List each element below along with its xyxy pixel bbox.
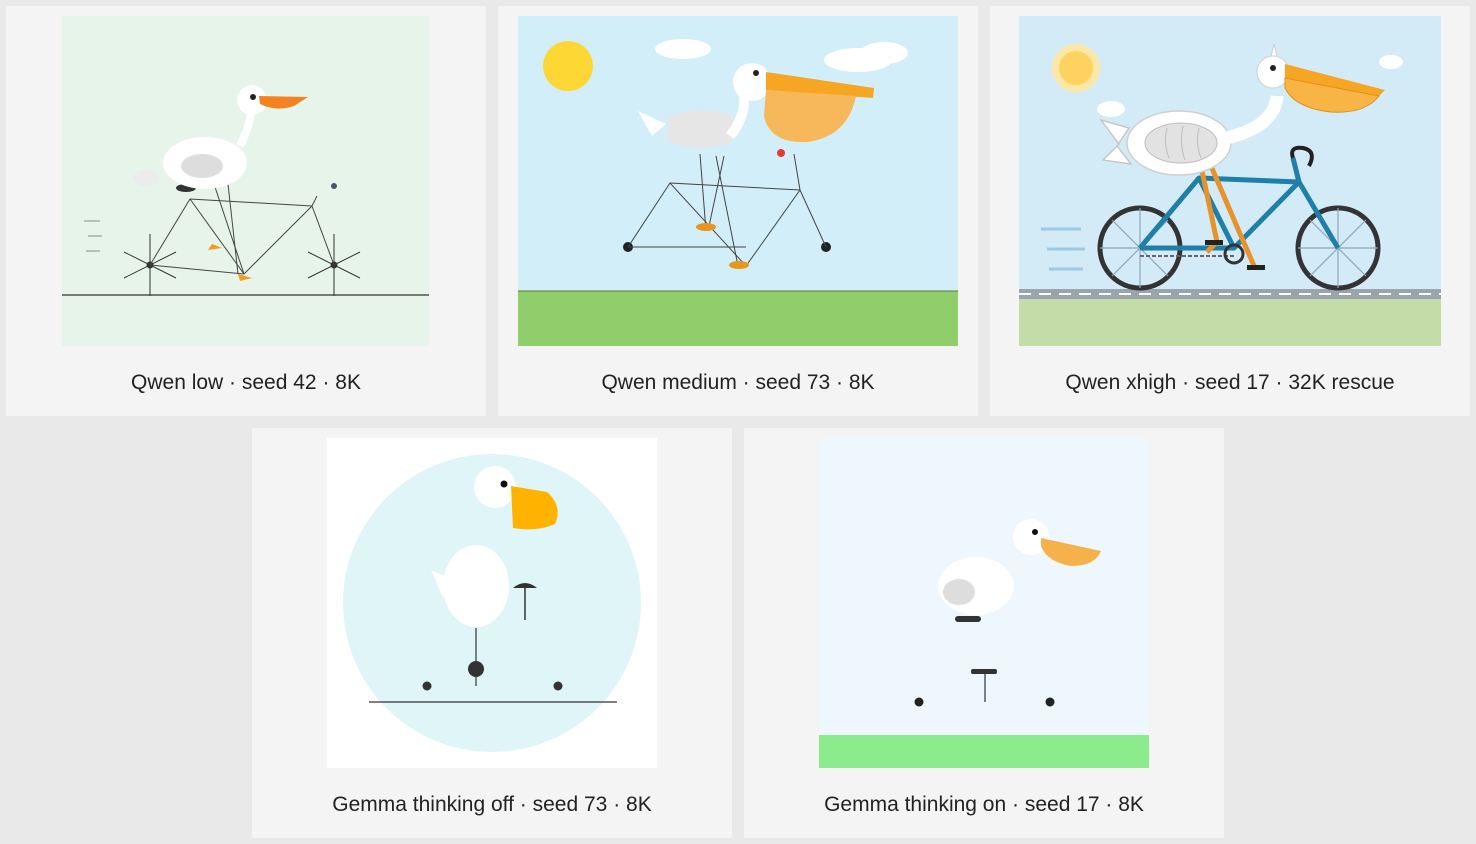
pelican-bicycle-icon — [518, 16, 958, 346]
image-caption: Qwen xhigh · seed 17 · 32K rescue — [1065, 371, 1395, 394]
pelican-bicycle-image[interactable] — [327, 438, 657, 768]
gallery-card[interactable]: Gemma thinking off · seed 73 · 8K — [252, 428, 732, 838]
pelican-bicycle-icon — [1019, 16, 1441, 346]
pelican-bicycle-image[interactable] — [518, 16, 958, 346]
image-caption: Gemma thinking on · seed 17 · 8K — [824, 793, 1144, 816]
pelican-bicycle-icon — [819, 438, 1149, 768]
gallery-card[interactable]: Qwen medium · seed 73 · 8K — [498, 6, 978, 416]
gallery-card[interactable]: Gemma thinking on · seed 17 · 8K — [744, 428, 1224, 838]
pelican-bicycle-image[interactable] — [62, 16, 429, 346]
image-caption: Qwen low · seed 42 · 8K — [131, 371, 361, 394]
pelican-bicycle-icon — [327, 438, 657, 768]
pelican-bicycle-icon — [62, 16, 429, 346]
image-caption: Gemma thinking off · seed 73 · 8K — [332, 793, 652, 816]
gallery-card[interactable]: Qwen xhigh · seed 17 · 32K rescue — [990, 6, 1470, 416]
pelican-bicycle-image[interactable] — [1019, 16, 1441, 346]
gallery-card[interactable]: Qwen low · seed 42 · 8K — [6, 6, 486, 416]
pelican-bicycle-image[interactable] — [819, 438, 1149, 768]
image-caption: Qwen medium · seed 73 · 8K — [601, 371, 875, 394]
